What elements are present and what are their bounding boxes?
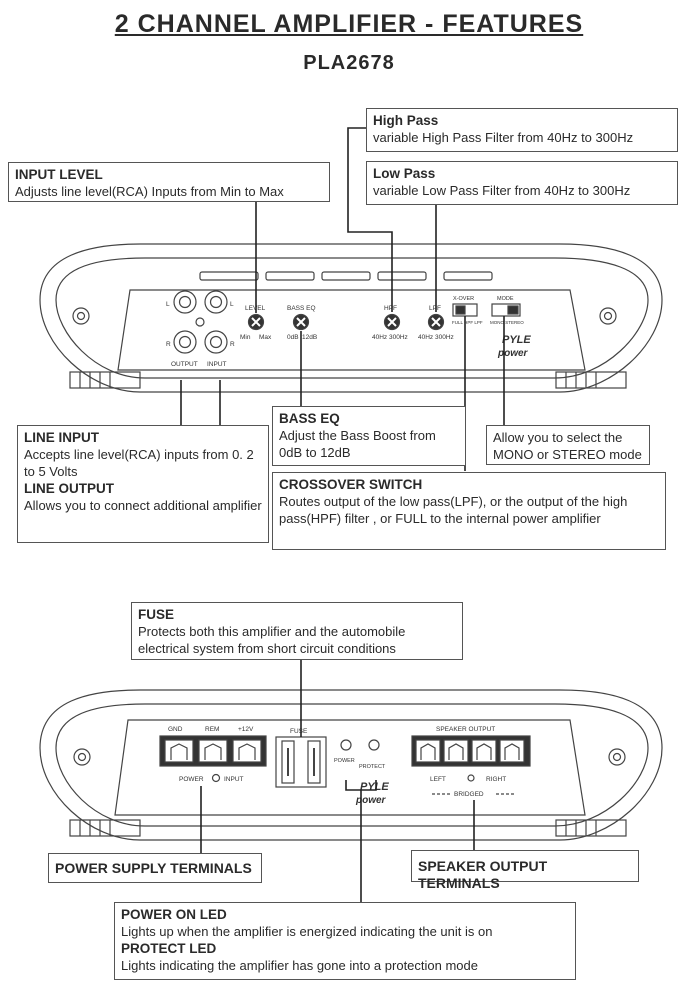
speaker-output-heading: SPEAKER OUTPUT TERMINALS (418, 858, 548, 891)
protect-led-indicator (368, 739, 380, 751)
rca-label-l1: L (166, 301, 170, 308)
line-input-heading: LINE INPUT (24, 430, 100, 445)
power-supply-terminal-block (159, 735, 267, 767)
fuse-panel-label: FUSE (290, 728, 308, 735)
line-output-heading: LINE OUTPUT (24, 481, 114, 496)
low-pass-text: variable Low Pass Filter from 40Hz to 30… (373, 183, 631, 198)
xover-options: FULL HPF LPF (452, 320, 483, 325)
mode-options: MONO STEREO (490, 320, 524, 325)
power-input-label-1: POWER (179, 776, 204, 783)
power-led-indicator (340, 739, 352, 751)
crossover-switch (452, 303, 478, 317)
mode-label: MODE (497, 296, 514, 302)
lpf-knob (427, 313, 445, 331)
line-output-text: Allows you to connect additional amplifi… (24, 498, 262, 513)
page-title: 2 CHANNEL AMPLIFIER - FEATURES (114, 10, 584, 38)
power-led-heading: POWER ON LED (121, 907, 227, 922)
callout-fuse: FUSE Protects both this amplifier and th… (131, 602, 463, 660)
power-led-label: POWER (334, 758, 355, 764)
right-channel-label: RIGHT (486, 776, 506, 783)
crossover-heading: CROSSOVER SWITCH (279, 477, 423, 492)
callout-line-input-output: LINE INPUT Accepts line level(RCA) input… (17, 425, 269, 543)
rear-brand-text-1: PYLE (360, 781, 389, 793)
fuse-text: Protects both this amplifier and the aut… (138, 624, 406, 656)
front-brand-logo: PYLE power (497, 334, 531, 359)
lpf-range: 40Hz 300Hz (418, 334, 454, 341)
callout-speaker-output: SPEAKER OUTPUT TERMINALS (411, 850, 639, 891)
fuse-holder (275, 736, 327, 788)
rear-panel (39, 689, 663, 841)
rca-jacks (173, 290, 228, 354)
callout-crossover: CROSSOVER SWITCH Routes output of the lo… (272, 472, 666, 550)
xover-label: X-OVER (453, 296, 474, 302)
callout-leds: POWER ON LED Lights up when the amplifie… (114, 902, 576, 980)
level-min: Min (240, 334, 251, 341)
protect-led-label: PROTECT (359, 764, 386, 770)
rca-label-r1: R (166, 341, 171, 348)
model-number: PLA2678 (303, 52, 395, 74)
bass-eq-text: Adjust the Bass Boost from 0dB to 12dB (279, 428, 436, 460)
left-channel-label: LEFT (430, 776, 446, 783)
rca-label-r2: R (230, 341, 235, 348)
speaker-output-panel-label: SPEAKER OUTPUT (436, 726, 495, 733)
callout-low-pass: Low Pass variable Low Pass Filter from 4… (366, 161, 678, 205)
rear-brand-logo: PYLE power (355, 781, 389, 806)
bass-eq-knob (292, 313, 310, 331)
bridged-label: BRIDGED (454, 791, 484, 798)
bass-eq-heading: BASS EQ (279, 411, 340, 426)
rear-brand-text-2: power (355, 795, 387, 806)
line-input-text: Accepts line level(RCA) inputs from 0. 2… (24, 447, 254, 479)
input-level-text: Adjusts line level(RCA) Inputs from Min … (15, 184, 284, 199)
hpf-range: 40Hz 300Hz (372, 334, 408, 341)
mode-text: Allow you to select the MONO or STEREO m… (493, 430, 642, 462)
rca-label-l2: L (230, 301, 234, 308)
level-knob (247, 313, 265, 331)
lpf-label: LPF (429, 305, 441, 312)
fuse-heading: FUSE (138, 607, 175, 622)
power-led-text: Lights up when the amplifier is energize… (121, 924, 493, 939)
bass-eq-min: 0dB (287, 334, 299, 341)
power-supply-heading: POWER SUPPLY TERMINALS (55, 860, 252, 876)
callout-mode: Allow you to select the MONO or STEREO m… (486, 425, 650, 465)
callout-bass-eq: BASS EQ Adjust the Bass Boost from 0dB t… (272, 406, 466, 466)
gnd-label: GND (168, 726, 183, 733)
low-pass-heading: Low Pass (373, 166, 436, 181)
hpf-knob (383, 313, 401, 331)
protect-led-text: Lights indicating the amplifier has gone… (121, 958, 478, 973)
hpf-label: HPF (384, 305, 397, 312)
output-label: OUTPUT (171, 361, 198, 368)
callout-input-level: INPUT LEVEL Adjusts line level(RCA) Inpu… (8, 162, 330, 202)
high-pass-text: variable High Pass Filter from 40Hz to 3… (373, 130, 634, 145)
12v-label: +12V (238, 726, 254, 733)
input-label: INPUT (207, 361, 227, 368)
front-brand-text-1: PYLE (502, 334, 531, 346)
bass-eq-label: BASS EQ (287, 305, 316, 312)
crossover-text: Routes output of the low pass(LPF), or t… (279, 494, 628, 526)
front-panel (39, 243, 663, 393)
high-pass-heading: High Pass (373, 113, 439, 128)
front-brand-text-2: power (497, 348, 529, 359)
bass-eq-max: 12dB (302, 334, 317, 341)
level-max: Max (259, 334, 272, 341)
input-level-heading: INPUT LEVEL (15, 167, 103, 182)
protect-led-heading: PROTECT LED (121, 941, 217, 956)
rem-label: REM (205, 726, 219, 733)
callout-power-supply: POWER SUPPLY TERMINALS (48, 853, 262, 883)
mode-switch (491, 303, 521, 317)
power-input-label-2: INPUT (224, 776, 244, 783)
speaker-terminal-block (411, 735, 531, 767)
callout-high-pass: High Pass variable High Pass Filter from… (366, 108, 678, 152)
